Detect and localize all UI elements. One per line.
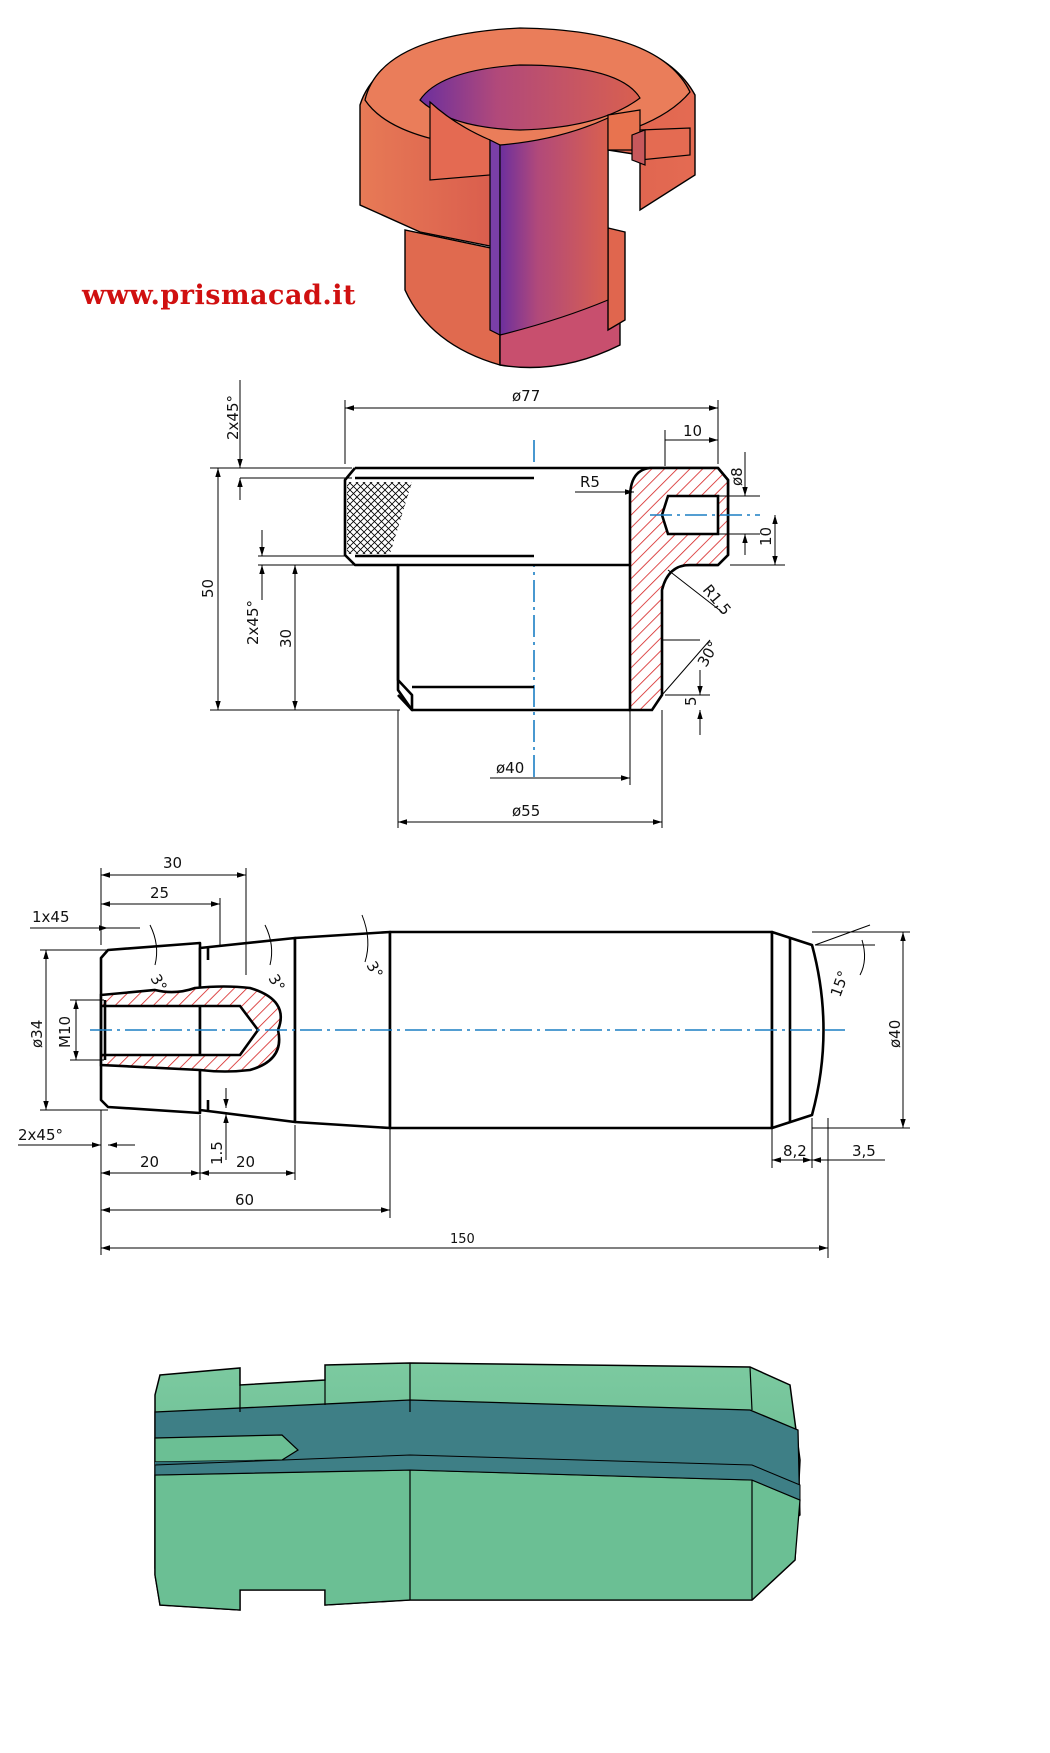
dim-pin-height: 10 bbox=[757, 527, 775, 546]
website-link[interactable]: www.prismacad.it bbox=[82, 280, 356, 311]
bushing-section-view: ø77 10 ø8 10 R5 2x45° 50 2x45° bbox=[199, 380, 785, 828]
dim-length-25: 25 bbox=[150, 884, 169, 902]
bushing-3d-view bbox=[359, 27, 696, 369]
dim-bore-diameter: ø40 bbox=[496, 759, 524, 777]
dim-pin-diameter: ø8 bbox=[728, 467, 746, 486]
dim-chamfer-2x45: 2x45° bbox=[18, 1126, 63, 1144]
dim-length-150: 150 bbox=[450, 1232, 475, 1247]
dim-length-3-5: 3,5 bbox=[852, 1142, 876, 1160]
dim-radius-r1-5: R1,5 bbox=[699, 581, 735, 619]
dim-chamfer-mid: 2x45° bbox=[244, 600, 262, 645]
dim-length-60: 60 bbox=[235, 1191, 254, 1209]
dim-length-20a: 20 bbox=[140, 1153, 159, 1171]
dim-taper-2: 3° bbox=[265, 971, 289, 995]
dim-total-height: 50 bbox=[199, 579, 217, 598]
dim-step-5: 5 bbox=[682, 696, 700, 706]
shaft-3d-view bbox=[154, 1362, 801, 1611]
dim-taper-3: 3° bbox=[363, 958, 387, 982]
knurl-pattern bbox=[347, 482, 412, 554]
dim-neck-height: 30 bbox=[277, 629, 295, 648]
shaft-view: 30 25 1x45 3° 3° 3° 15° ø34 M10 bbox=[18, 854, 910, 1258]
dim-length-30: 30 bbox=[163, 854, 182, 872]
dim-taper-1: 3° bbox=[147, 971, 171, 995]
dim-radius-r5: R5 bbox=[580, 473, 600, 491]
dim-neck-diameter: ø55 bbox=[512, 802, 540, 820]
dim-length-8-2: 8,2 bbox=[783, 1142, 807, 1160]
dim-diameter-40: ø40 bbox=[886, 1020, 904, 1048]
shaft-section-hatch bbox=[99, 985, 283, 1073]
dim-angle-15: 15° bbox=[827, 968, 853, 999]
dim-diameter-34: ø34 bbox=[28, 1020, 46, 1048]
dim-chamfer-1x45: 1x45 bbox=[32, 908, 70, 926]
dim-length-20b: 20 bbox=[236, 1153, 255, 1171]
bushing-section-hatch bbox=[628, 466, 730, 712]
dim-outer-diameter: ø77 bbox=[512, 387, 540, 405]
dim-chamfer-top: 2x45° bbox=[224, 395, 242, 440]
dim-flange-width: 10 bbox=[683, 422, 702, 440]
dim-step-1-5: 1.5 bbox=[208, 1141, 226, 1165]
dim-thread-m10: M10 bbox=[56, 1016, 74, 1048]
dim-angle-30: 30° bbox=[694, 638, 723, 670]
